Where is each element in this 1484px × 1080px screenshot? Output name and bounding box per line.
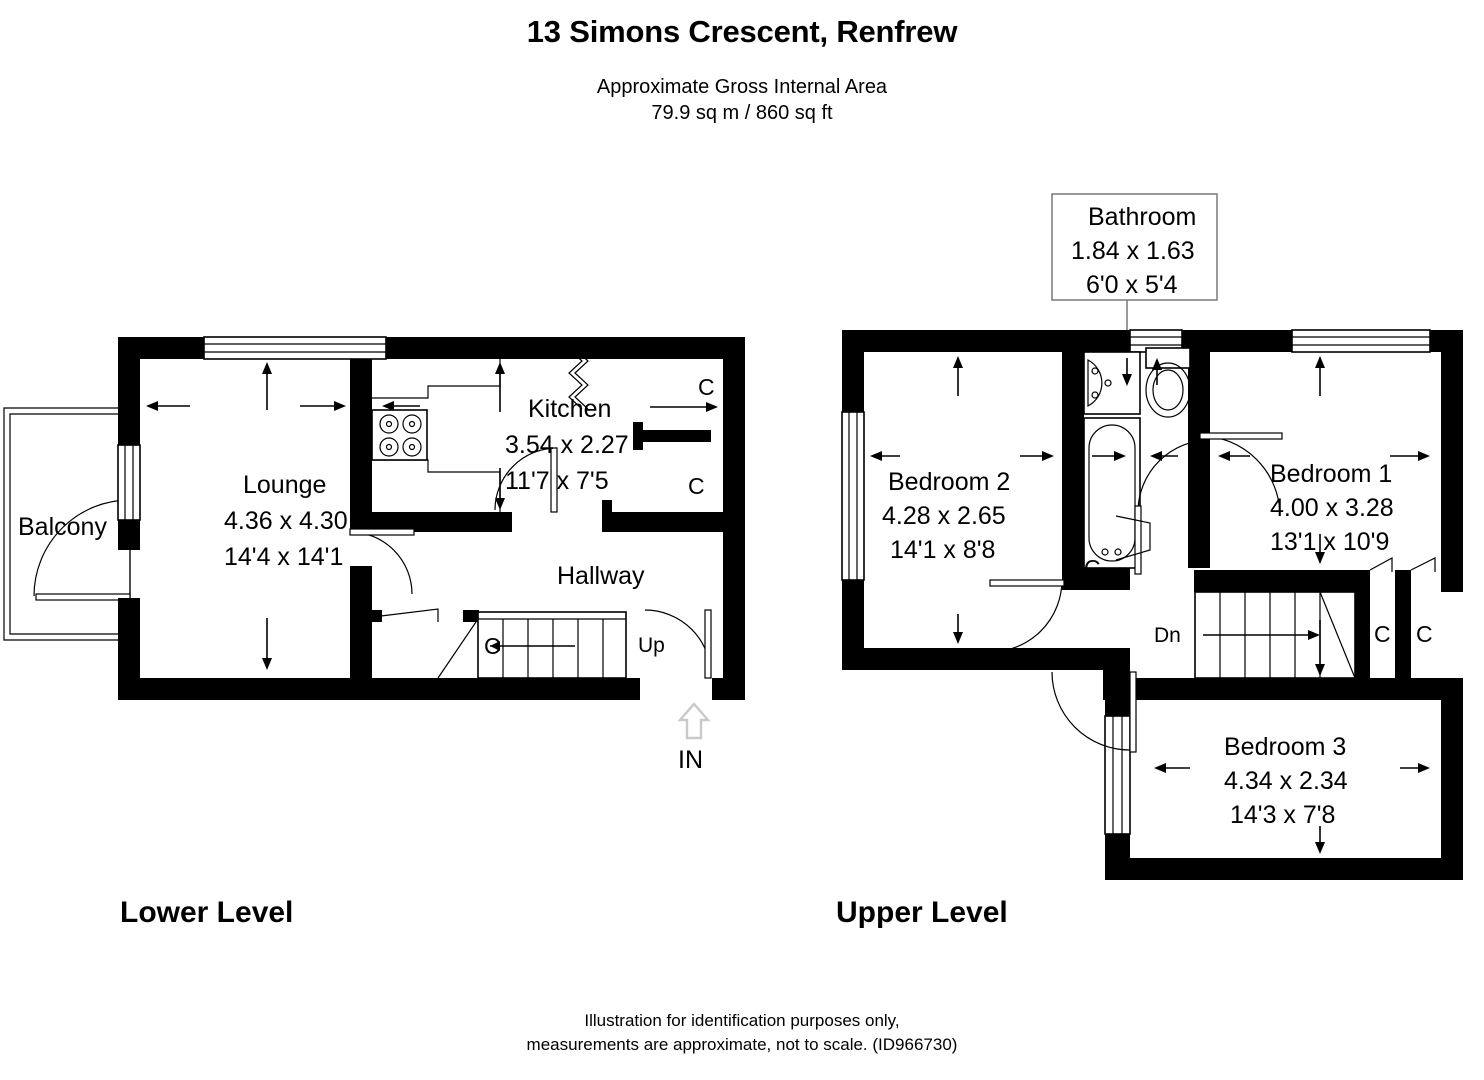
upper-level-walls — [842, 330, 1463, 880]
bathtub-icon — [1083, 417, 1141, 569]
area-label: Approximate Gross Internal Area — [596, 76, 888, 98]
boiler-icon — [568, 348, 589, 410]
room-label-bathroom: Bathroom — [1088, 203, 1196, 231]
toilet-icon — [1145, 347, 1191, 369]
stair-direction-up: Up — [638, 634, 665, 657]
room-metric-bathroom: 1.84 x 1.63 — [1071, 237, 1195, 265]
room-label-hallway: Hallway — [557, 562, 645, 590]
sink-icon — [1083, 351, 1141, 415]
room-imperial-bedroom2: 14'1 x 8'8 — [890, 536, 995, 564]
lower-level-stairs — [437, 611, 627, 679]
cupboard-label-right-2: C — [1416, 621, 1433, 647]
upper-level-doors — [989, 432, 1436, 753]
lower-level-windows — [117, 336, 387, 521]
room-metric-bedroom3: 4.34 x 2.34 — [1224, 767, 1348, 795]
room-metric-kitchen: 3.54 x 2.27 — [505, 431, 629, 459]
room-metric-bedroom2: 4.28 x 2.65 — [882, 502, 1006, 530]
room-label-bedroom3: Bedroom 3 — [1224, 733, 1346, 761]
room-label-balcony: Balcony — [18, 513, 107, 541]
upper-level-floorplan: Bathroom 1.84 x 1.63 6'0 x 5'4 — [841, 193, 1463, 880]
lower-level-walls — [118, 337, 745, 700]
cupboard-label-hallway: C — [484, 633, 501, 659]
room-label-bedroom2: Bedroom 2 — [888, 468, 1010, 496]
upper-level-windows — [841, 329, 1431, 835]
footer-disclaimer-line-1: Illustration for identification purposes… — [584, 1011, 900, 1030]
upper-level-stairs — [1194, 591, 1356, 679]
lower-level-dimension-arrows — [146, 362, 718, 670]
upper-level-caption: Upper Level — [836, 896, 1008, 929]
room-label-lounge: Lounge — [243, 471, 326, 499]
room-label-kitchen: Kitchen — [528, 395, 611, 423]
room-metric-bedroom1: 4.00 x 3.28 — [1270, 494, 1394, 522]
room-imperial-bathroom: 6'0 x 5'4 — [1086, 271, 1178, 299]
cupboard-label-landing: C — [1084, 555, 1101, 581]
area-value: 79.9 sq m / 860 sq ft — [651, 102, 833, 124]
entry-arrow-icon — [677, 702, 711, 740]
upper-level-dimension-arrows — [870, 356, 1430, 854]
room-imperial-kitchen: 11'7 x 7'5 — [505, 467, 609, 495]
cupboard-label-kitchen-top: C — [698, 374, 715, 400]
stair-direction-down: Dn — [1154, 624, 1181, 647]
footer-disclaimer-line-2: measurements are approximate, not to sca… — [526, 1035, 958, 1054]
lower-level-floorplan: Balcony Lounge 4.36 x 4.30 14'4 x 14'1 K… — [3, 336, 745, 774]
page-title: 13 Simons Crescent, Renfrew — [526, 14, 958, 49]
lower-level-caption: Lower Level — [120, 896, 294, 929]
bathroom-callout: Bathroom 1.84 x 1.63 6'0 x 5'4 — [1051, 193, 1218, 352]
cupboard-label-right-1: C — [1374, 621, 1391, 647]
cupboard-label-kitchen-bottom: C — [688, 473, 705, 499]
room-label-bedroom1: Bedroom 1 — [1270, 460, 1392, 488]
room-imperial-bedroom3: 14'3 x 7'8 — [1230, 801, 1335, 829]
bathroom-fixtures — [1083, 347, 1191, 569]
room-imperial-bedroom1: 13'1 x 10'9 — [1270, 528, 1389, 556]
room-imperial-lounge: 14'4 x 14'1 — [224, 543, 343, 571]
entry-label: IN — [678, 746, 703, 774]
room-metric-lounge: 4.36 x 4.30 — [224, 507, 348, 535]
